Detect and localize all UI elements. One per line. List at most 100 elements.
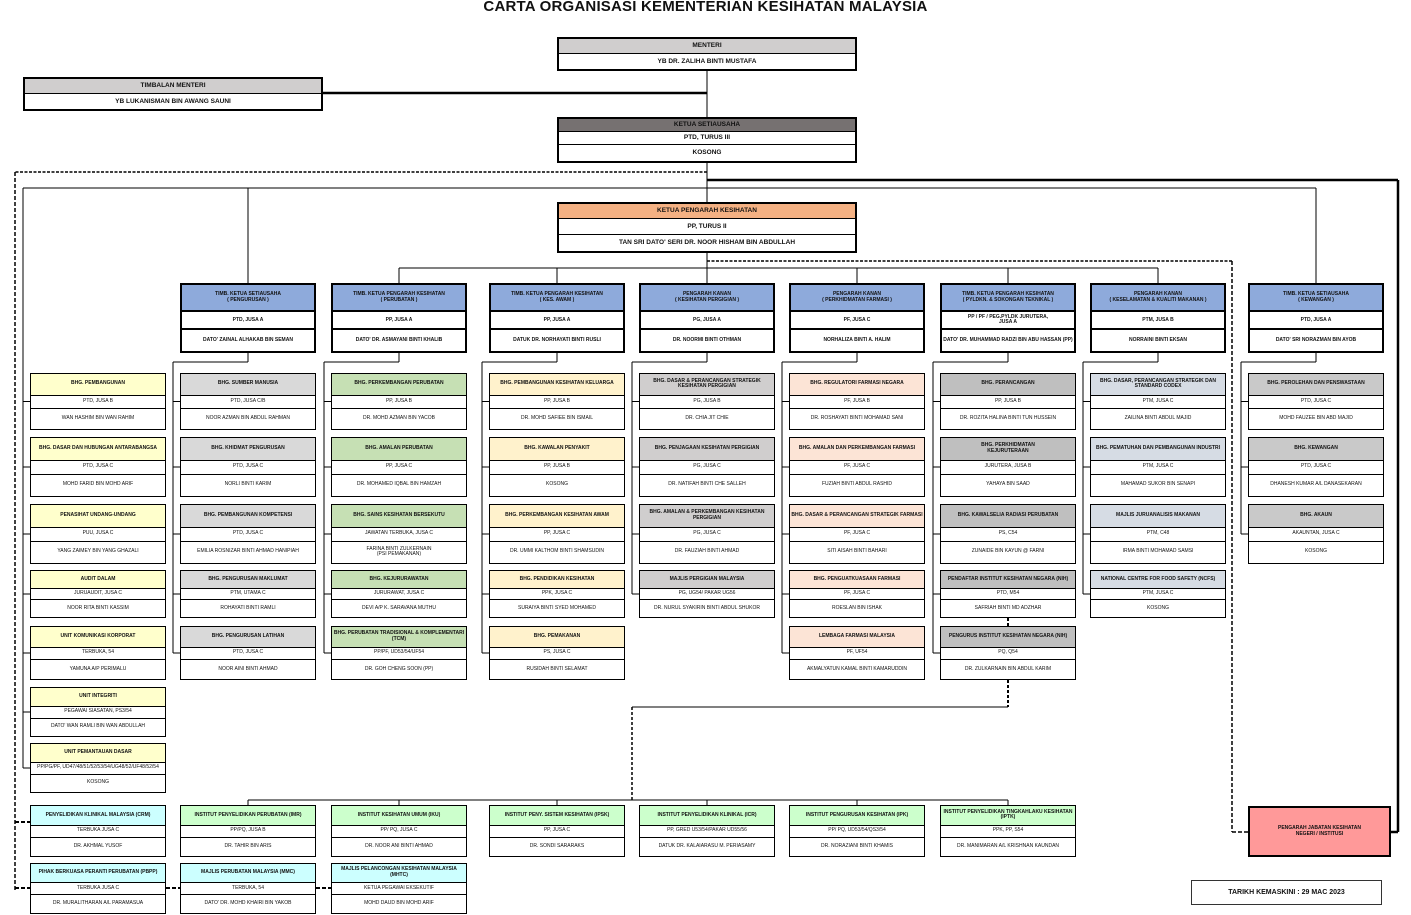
- head-box[interactable]: TIMB. KETUA SETIAUSAHA ( KEWANGAN )PTD, …: [1248, 283, 1384, 353]
- head-box[interactable]: TIMB. KETUA PENGARAH KESIHATAN ( KES. AW…: [489, 283, 625, 353]
- box-title: BHG. PENDIDIKAN KESIHATAN: [490, 571, 624, 590]
- box-officer-name: SAFRIAH BINTI MD ADZHAR: [974, 604, 1042, 611]
- division-box[interactable]: PENGURUS INSTITUT KESIHATAN NEGARA (NIH)…: [940, 626, 1076, 680]
- head-box[interactable]: TIMB. KETUA PENGARAH KESIHATAN ( PYLDKN.…: [940, 283, 1076, 353]
- institute-box[interactable]: MAJLIS PELANCONGAN KESIHATAN MALAYSIA (M…: [331, 863, 467, 914]
- box-title: BHG. PEMAKANAN: [490, 627, 624, 648]
- box-grade: PS, JUSA C: [490, 648, 624, 660]
- box-title: KETUA PENGARAH KESIHATAN: [559, 204, 855, 220]
- institute-box[interactable]: PIHAK BERKUASA PERANTI PERUBATAN (PBPP)T…: [30, 863, 166, 914]
- box-title: NATIONAL CENTRE FOR FOOD SAFETY (NCFS): [1091, 571, 1225, 590]
- division-box[interactable]: NATIONAL CENTRE FOR FOOD SAFETY (NCFS)PT…: [1090, 570, 1226, 618]
- head-box[interactable]: TIMB. KETUA PENGARAH KESIHATAN ( PERUBAT…: [331, 283, 467, 353]
- box-officer-name: DR. ROZITA HALINA BINTI TUN HUSSEIN: [959, 415, 1057, 421]
- institute-box[interactable]: INSTITUT PENY. SISTEM KESIHATAN (IPSK)PP…: [489, 805, 625, 857]
- division-box[interactable]: BHG. DASAR & PERANCANGAN STRATEGIK FARMA…: [789, 504, 925, 564]
- division-box[interactable]: BHG. DASAR, PERANCANGAN STRATEGIK DAN ST…: [1090, 373, 1226, 430]
- box-title: MAJLIS JURUANALISIS MAKANAN: [1091, 505, 1225, 528]
- box-title: MAJLIS PELANCONGAN KESIHATAN MALAYSIA (M…: [332, 864, 466, 884]
- box-title: UNIT PEMANTAUAN DASAR: [31, 744, 165, 763]
- division-box[interactable]: PENDAFTAR INSTITUT KESIHATAN NEGARA (NIH…: [940, 570, 1076, 618]
- box-title: PIHAK BERKUASA PERANTI PERUBATAN (PBPP): [31, 864, 165, 884]
- box-grade: TERBUKA JUSA C: [31, 883, 165, 896]
- state-health-director-box[interactable]: PENGARAH JABATAN KESIHATAN NEGERI / INST…: [1248, 806, 1391, 857]
- institute-box[interactable]: PENYELIDIKAN KLINIKAL MALAYSIA (CRM)TERB…: [30, 805, 166, 857]
- institute-box[interactable]: MAJLIS PERUBATAN MALAYSIA (MMC)TERBUKA, …: [180, 863, 316, 914]
- box-grade: TERBUKA, 54: [181, 883, 315, 896]
- box-officer-name: DR. ROSHAYATI BINTI MOHAMAD SANI: [810, 415, 904, 421]
- box-title: BHG. PEMATUHAN DAN PEMBANGUNAN INDUSTRI: [1091, 438, 1225, 461]
- division-box[interactable]: BHG. AMALAN & PERKEMBANGAN KESIHATAN PER…: [639, 504, 775, 564]
- institute-box[interactable]: INSTITUT PENYELIDIKAN TINGKAHLAKU KESIHA…: [940, 805, 1076, 857]
- division-box[interactable]: BHG. PERUBATAN TRADISIONAL & KOMPLEMENTA…: [331, 626, 467, 680]
- box-title: PENGARAH KANAN ( PERKHIDMATAN FARMASI ): [791, 285, 923, 313]
- box-title: BHG. PEROLEHAN DAN PENSWASTAAN: [1249, 374, 1383, 396]
- head-box[interactable]: TIMB. KETUA SETIAUSAHA ( PENGURUSAN )PTD…: [180, 283, 316, 353]
- box-title: LEMBAGA FARMASI MALAYSIA: [790, 627, 924, 648]
- box-officer-name: FARINA BINTI ZULKERNAIN (PSI PEMAKANAN): [366, 545, 432, 558]
- box-title: PENDAFTAR INSTITUT KESIHATAN NEGARA (NIH…: [941, 571, 1075, 590]
- box-title: BHG. PEMBANGUNAN KESIHATAN KELUARGA: [490, 374, 624, 396]
- box-officer-name: DR. UMMI KALTHOM BINTI SHAMSUDIN: [509, 548, 605, 555]
- box-grade: PTD, JUSA A: [182, 312, 314, 331]
- head-box[interactable]: PENGARAH KANAN ( KESELAMATAN & KUALITI M…: [1090, 283, 1226, 353]
- head-box[interactable]: PENGARAH KANAN ( PERKHIDMATAN FARMASI )P…: [789, 283, 925, 353]
- box-officer-name: DR. NOORMI BINTI OTHMAN: [672, 336, 742, 343]
- box-officer-name: SURAIYA BINTI SYED MOHAMED: [518, 604, 596, 611]
- box-officer-name: DR. NURUL SYAKIRIN BINTI ABDUL SHUKOR: [654, 604, 760, 611]
- box-grade: PP, JUSA A: [333, 312, 465, 331]
- head-box[interactable]: PENGARAH KANAN ( KESIHATAN PERGIGIAN )PG…: [639, 283, 775, 353]
- box-title: BHG. KEJURURAWATAN: [332, 571, 466, 590]
- institute-box[interactable]: INSTITUT PENYELIDIKAN PERUBATAN (IMR)PP/…: [180, 805, 316, 857]
- box-officer-name: MAHAMAD SUKOR BIN SENAPI: [1120, 481, 1196, 488]
- box-grade: PF, JUSA C: [790, 589, 924, 601]
- box-grade: PP, JUSA C: [490, 528, 624, 542]
- institute-box[interactable]: INSTITUT KESIHATAN UMUM (IKU)PP/ PQ, JUS…: [331, 805, 467, 857]
- box-title: BHG. PERKEMBANGAN PERUBATAN: [332, 374, 466, 396]
- institute-box[interactable]: INSTITUT PENGURUSAN KESIHATAN (IPK)PP/ P…: [789, 805, 925, 857]
- institute-box[interactable]: INSTITUT PENYELIDIKAN KLINIKAL (ICR)PP, …: [639, 805, 775, 857]
- box-grade: PTD, JUSA C: [181, 648, 315, 660]
- division-box[interactable]: BHG. DASAR & PERANCANGAN STRATEGIK KESIH…: [639, 373, 775, 430]
- box-title: BHG. DASAR DAN HUBUNGAN ANTARABANGSA: [31, 438, 165, 461]
